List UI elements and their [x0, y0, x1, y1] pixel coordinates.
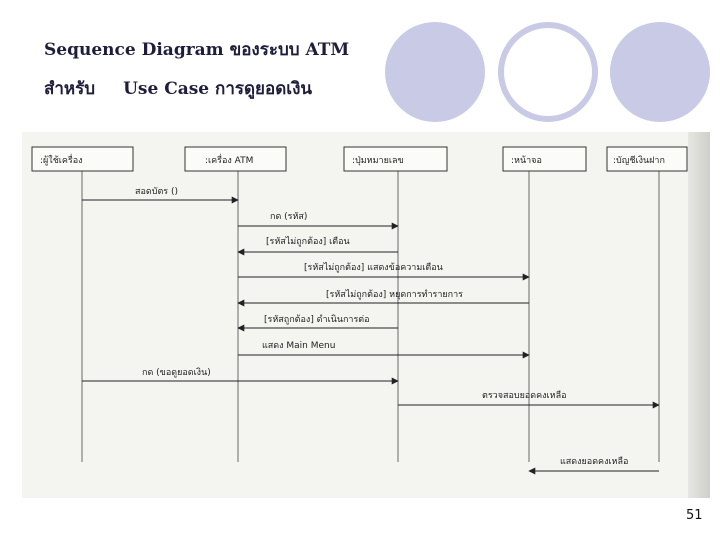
message-5-label: [รหัสไม่ถูกต้อง] หยุดการทำรายการ [326, 289, 463, 300]
lifeline-account-label: :บัญชีเงินฝาก [613, 155, 665, 166]
message-5: [รหัสไม่ถูกต้อง] หยุดการทำรายการ [237, 289, 529, 307]
lifeline-account: :บัญชีเงินฝาก [606, 146, 688, 462]
lifeline-screen: :หน้าจอ [502, 146, 587, 462]
scan-page-edge [688, 132, 710, 498]
lifeline-screen-label: :หน้าจอ [511, 155, 542, 166]
page-number: 51 [686, 508, 703, 523]
message-10: แสดงยอดคงเหลือ [528, 456, 659, 475]
lifeline-user: :ผู้ใช้เครื่อง [31, 146, 134, 462]
lifeline-atm-label: :เครื่อง ATM [205, 153, 253, 166]
lifeline-keypad-label: :ปุ่มหมายเลข [352, 156, 404, 166]
slide-title-line2: สำหรับ Use Case การดูยอดเงิน [44, 75, 312, 102]
message-4: [รหัสไม่ถูกต้อง] แสดงข้อความเตือน [238, 262, 530, 281]
decor-circle-2 [498, 22, 598, 122]
decor-circle-1 [385, 22, 485, 122]
message-2-label: กด (รหัส) [270, 212, 307, 222]
scanned-diagram-background [22, 132, 710, 498]
title-line2-rest: Use Case การดูยอดเงิน [123, 79, 312, 99]
message-1: สอดบัตร () [82, 187, 239, 204]
message-9: ตรวจสอบยอดคงเหลือ [398, 390, 660, 409]
message-8: กด (ขอดูยอดเงิน) [82, 367, 399, 385]
message-7: แสดง Main Menu [238, 341, 530, 359]
message-3: [รหัสไม่ถูกต้อง] เตือน [237, 236, 398, 256]
slide-title-line1: Sequence Diagram ของระบบ ATM [44, 40, 350, 60]
message-10-label: แสดงยอดคงเหลือ [560, 456, 628, 467]
title-line2-prefix: สำหรับ [44, 79, 96, 99]
lifeline-user-label: :ผู้ใช้เครื่อง [40, 153, 83, 166]
message-2: กด (รหัส) [238, 212, 399, 230]
decor-circle-3 [610, 22, 710, 122]
message-8-label: กด (ขอดูยอดเงิน) [142, 367, 211, 378]
message-7-label: แสดง Main Menu [262, 341, 335, 351]
message-4-label: [รหัสไม่ถูกต้อง] แสดงข้อความเตือน [304, 262, 443, 273]
message-6-label: [รหัสถูกต้อง] ดำเนินการต่อ [264, 314, 370, 325]
message-9-label: ตรวจสอบยอดคงเหลือ [482, 390, 567, 401]
lifeline-keypad: :ปุ่มหมายเลข [343, 146, 448, 462]
lifeline-atm: :เครื่อง ATM [184, 146, 287, 462]
message-3-label: [รหัสไม่ถูกต้อง] เตือน [266, 236, 350, 247]
message-6: [รหัสถูกต้อง] ดำเนินการต่อ [237, 314, 398, 332]
message-1-label: สอดบัตร () [135, 187, 178, 197]
